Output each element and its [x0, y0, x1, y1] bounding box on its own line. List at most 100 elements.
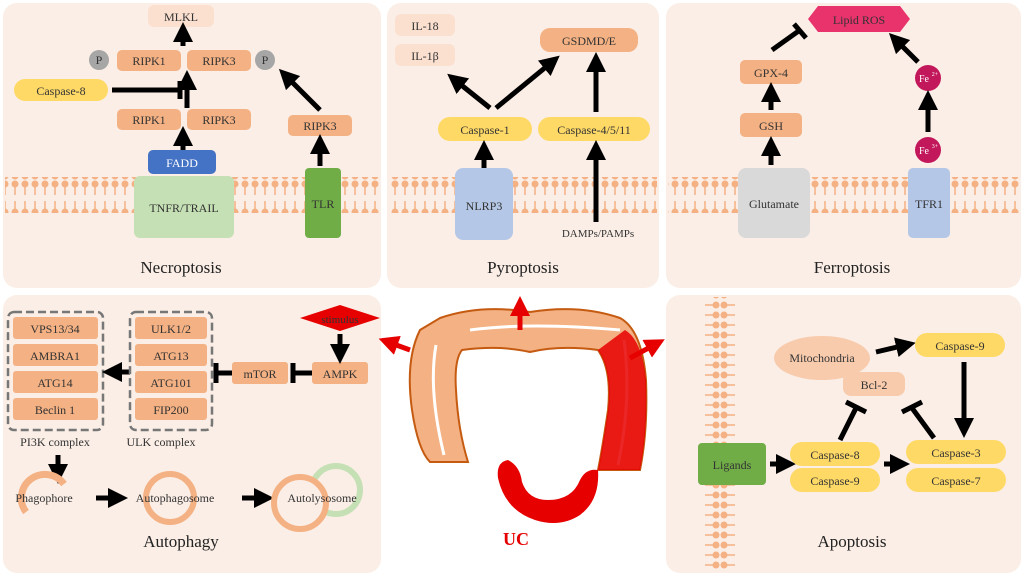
uc-label: UC — [503, 529, 529, 549]
ripk1-label-top: RIPK1 — [132, 54, 165, 68]
arrow-to-autophagy — [378, 336, 411, 355]
caspase7-label: Caspase-7 — [931, 474, 980, 488]
ulk-complex-frame — [128, 310, 214, 432]
cell-membrane-vertical — [704, 297, 740, 571]
caspase9-box — [790, 468, 880, 492]
ripk1-box-bottom — [117, 109, 181, 130]
autophagy-panel: VPS13/34 AMBRA1 ATG14 Beclin 1 PI3K comp… — [3, 295, 381, 573]
arrow-mito-to-caspase9 — [875, 337, 916, 358]
ripk3-box-tlr — [288, 115, 352, 136]
fe2-label: Fe — [919, 74, 930, 85]
tnfr-label: TNFR/TRAIL — [149, 201, 218, 215]
ulk-item-box — [135, 371, 207, 393]
fe3-charge: 3+ — [932, 144, 939, 150]
fadd-label: FADD — [166, 156, 198, 170]
caspase9-label: Caspase-9 — [810, 474, 859, 488]
gpx4-inhibition-bar — [792, 22, 808, 40]
ulk-item-label: ULK1/2 — [151, 322, 191, 336]
ripk1-label-bottom: RIPK1 — [132, 113, 165, 127]
autolysosome-label: Autolysosome — [287, 491, 356, 505]
caspase4511-label: Caspase-4/5/11 — [557, 123, 631, 137]
gsdmd-box — [540, 28, 638, 52]
caspase9-top-box — [915, 333, 1005, 357]
ulk-item-box — [135, 344, 207, 366]
tfr1-receptor-box — [908, 168, 950, 238]
lipid-ros-label: Lipid ROS — [833, 13, 885, 27]
pi3k-items: VPS13/34 AMBRA1 ATG14 Beclin 1 — [13, 317, 98, 420]
tfr1-label: TFR1 — [915, 197, 943, 211]
caspase8-box — [790, 442, 880, 466]
mitochondria-label: Mitochondria — [789, 351, 855, 365]
mtor-box — [232, 362, 288, 384]
arrow-to-apoptosis — [628, 339, 665, 361]
pi3k-item-box — [13, 371, 98, 393]
pi3k-item-label: VPS13/34 — [30, 322, 79, 336]
apoptosis-panel: Mitochondria Caspase-9 Bcl-2 Ligands Cas… — [666, 295, 1021, 573]
autophagosome-shape — [143, 471, 197, 525]
pi3k-complex-label: PI3K complex — [20, 435, 90, 449]
fe3-ion-circle — [915, 137, 941, 163]
fadd-box — [148, 150, 216, 174]
ampk-box — [312, 362, 368, 384]
lipid-ros-hexagon — [808, 6, 910, 32]
gpx4-inhibition-line — [770, 27, 802, 53]
tlr-label: TLR — [312, 197, 335, 211]
inflamed-rectum — [497, 460, 599, 524]
phagophore-label: Phagophore — [15, 491, 72, 505]
glutamate-label: Glutamate — [749, 197, 799, 211]
pyroptosis-panel: IL-18 IL-1β GSDMD/E Caspase-1 Caspase-4/… — [387, 3, 659, 288]
ulk-item-label: FIP200 — [153, 403, 188, 417]
caspase9-top-label: Caspase-9 — [935, 339, 984, 353]
pi3k-item-label: Beclin 1 — [35, 403, 75, 417]
arrow-caspase1-to-il — [447, 73, 492, 110]
ripk3-box-top — [187, 50, 251, 71]
cell-membrane — [389, 177, 657, 213]
caspase3-bcl2-inhibition-line — [909, 406, 937, 440]
ferroptosis-title: Ferroptosis — [814, 258, 891, 277]
pi3k-item-box — [13, 398, 98, 420]
colon-illustration: UC — [378, 296, 665, 549]
ulk-item-label: ATG101 — [150, 376, 191, 390]
pi3k-item-box — [13, 317, 98, 339]
necroptosis-panel: MLKL P RIPK1 RIPK3 P Caspase-8 RIPK1 RIP… — [3, 3, 381, 288]
gsh-label: GSH — [759, 119, 783, 133]
fe2-ion-circle — [915, 65, 941, 91]
inflamed-colon-segment — [598, 330, 647, 470]
pi3k-item-label: AMBRA1 — [30, 349, 80, 363]
ferroptosis-panel-bg — [666, 3, 1021, 288]
apoptosis-title: Apoptosis — [818, 532, 887, 551]
gpx4-box — [740, 60, 802, 84]
arrow-ripk3-to-phospho — [278, 68, 322, 112]
mlkl-box — [148, 5, 214, 27]
autophagosome-label: Autophagosome — [136, 491, 215, 505]
ligands-box — [698, 443, 766, 485]
fe2-charge: 2+ — [932, 72, 939, 78]
phagophore-shape — [17, 470, 67, 515]
ripk3-label-bottom: RIPK3 — [202, 113, 235, 127]
ulk-item-label: ATG13 — [153, 349, 188, 363]
nlrp3-receptor-box — [455, 168, 513, 240]
caspase4511-box — [538, 117, 650, 141]
ulk-complex-label: ULK complex — [127, 435, 196, 449]
pi3k-item-box — [13, 344, 98, 366]
mtor-label: mTOR — [243, 367, 276, 381]
mlkl-label: MLKL — [164, 10, 198, 24]
damps-label: DAMPs/PAMPs — [562, 228, 634, 240]
il1b-box — [395, 44, 455, 66]
tnfr-receptor-box — [134, 176, 234, 238]
il1b-label: IL-1β — [411, 49, 438, 63]
phospho-label-left: P — [96, 53, 103, 67]
caspase8-bcl2-inhibition-line — [837, 406, 859, 442]
caspase8-label: Caspase-8 — [36, 84, 85, 98]
cell-membrane — [668, 177, 1019, 213]
fe3-label: Fe — [919, 146, 930, 157]
necroptosis-title: Necroptosis — [140, 258, 221, 277]
ampk-label: AMPK — [323, 367, 358, 381]
ligands-label: Ligands — [713, 458, 752, 472]
arrow-fe2-to-lipid-ros — [888, 32, 920, 64]
il18-label: IL-18 — [411, 19, 438, 33]
caspase3-bcl2-inhibition-bar — [900, 399, 924, 415]
caspase3-label: Caspase-3 — [931, 446, 980, 460]
gsdmd-label: GSDMD/E — [562, 34, 616, 48]
phospho-label-right: P — [262, 53, 269, 67]
